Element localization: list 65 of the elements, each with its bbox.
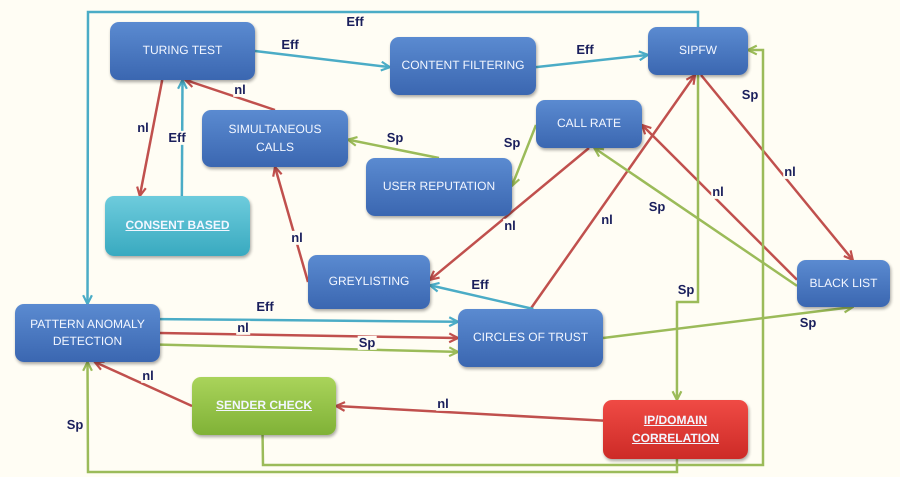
process-box xyxy=(603,400,748,459)
node-label: GREYLISTING xyxy=(328,273,410,290)
edge-label: Sp xyxy=(502,136,522,150)
edge-label: nl xyxy=(783,164,797,180)
arrow xyxy=(254,50,392,72)
edge-label: nl xyxy=(436,396,450,412)
edge-label: Sp xyxy=(358,336,376,350)
edge-label: Eff xyxy=(167,130,187,146)
process-box xyxy=(110,22,255,80)
edge-label: Sp xyxy=(386,130,404,146)
arrow xyxy=(94,360,193,408)
edge-label: nl xyxy=(290,230,304,246)
node-label: SENDER CHECK xyxy=(216,397,312,414)
arrow xyxy=(334,401,604,422)
node-label: CONSENT BASED xyxy=(125,217,230,234)
process-box xyxy=(15,304,160,362)
node-label: CALL RATE xyxy=(556,115,622,132)
edge-label: Sp xyxy=(648,200,666,214)
process-box xyxy=(105,196,250,256)
node-label: SIPFW xyxy=(679,42,717,60)
node-label: TURING TEST xyxy=(142,42,222,60)
edge-label: Sp xyxy=(740,88,760,102)
edge-label: nl xyxy=(236,320,250,336)
arrow xyxy=(346,136,440,160)
arrow xyxy=(700,74,854,262)
arrow xyxy=(640,124,798,281)
arrow xyxy=(160,343,460,358)
node-label: SIMULTANEOUS CALLS xyxy=(228,121,322,156)
node-label: IP/DOMAIN CORRELATION xyxy=(630,412,720,446)
process-box xyxy=(202,110,348,167)
arrow xyxy=(176,78,188,196)
arrow xyxy=(160,332,460,344)
process-box xyxy=(797,260,890,307)
arrow xyxy=(261,44,764,466)
arrow xyxy=(671,75,700,402)
arrow xyxy=(82,10,700,306)
edge-label: nl xyxy=(233,82,247,98)
node-label: CIRCLES OF TRUST xyxy=(472,329,588,346)
arrow xyxy=(529,74,696,310)
arrow xyxy=(272,166,310,282)
arrow xyxy=(428,147,590,281)
process-box xyxy=(648,27,748,75)
node-label: CONTENT FILTERING xyxy=(402,57,524,74)
process-box xyxy=(192,377,336,435)
process-box xyxy=(390,37,536,95)
process-box xyxy=(308,255,430,309)
edge-label: Sp xyxy=(798,316,818,330)
edge-label: Sp xyxy=(676,282,696,298)
arrow xyxy=(82,360,678,474)
edge-label: nl xyxy=(141,368,155,384)
edge-label: nl xyxy=(711,184,725,200)
arrow xyxy=(428,282,534,310)
arrow xyxy=(593,146,798,287)
node-label: BLACK LIST xyxy=(809,274,878,292)
arrow xyxy=(136,80,164,198)
arrow xyxy=(184,78,276,112)
process-box xyxy=(366,158,512,216)
process-box xyxy=(458,309,603,367)
arrow xyxy=(510,124,538,187)
process-box xyxy=(536,100,642,148)
node-label: USER REPUTATION xyxy=(382,178,496,196)
arrow xyxy=(536,50,650,68)
arrow xyxy=(160,316,460,328)
edge-label: Sp xyxy=(66,418,84,432)
node-label: PATTERN ANOMALY DETECTION xyxy=(29,316,146,350)
